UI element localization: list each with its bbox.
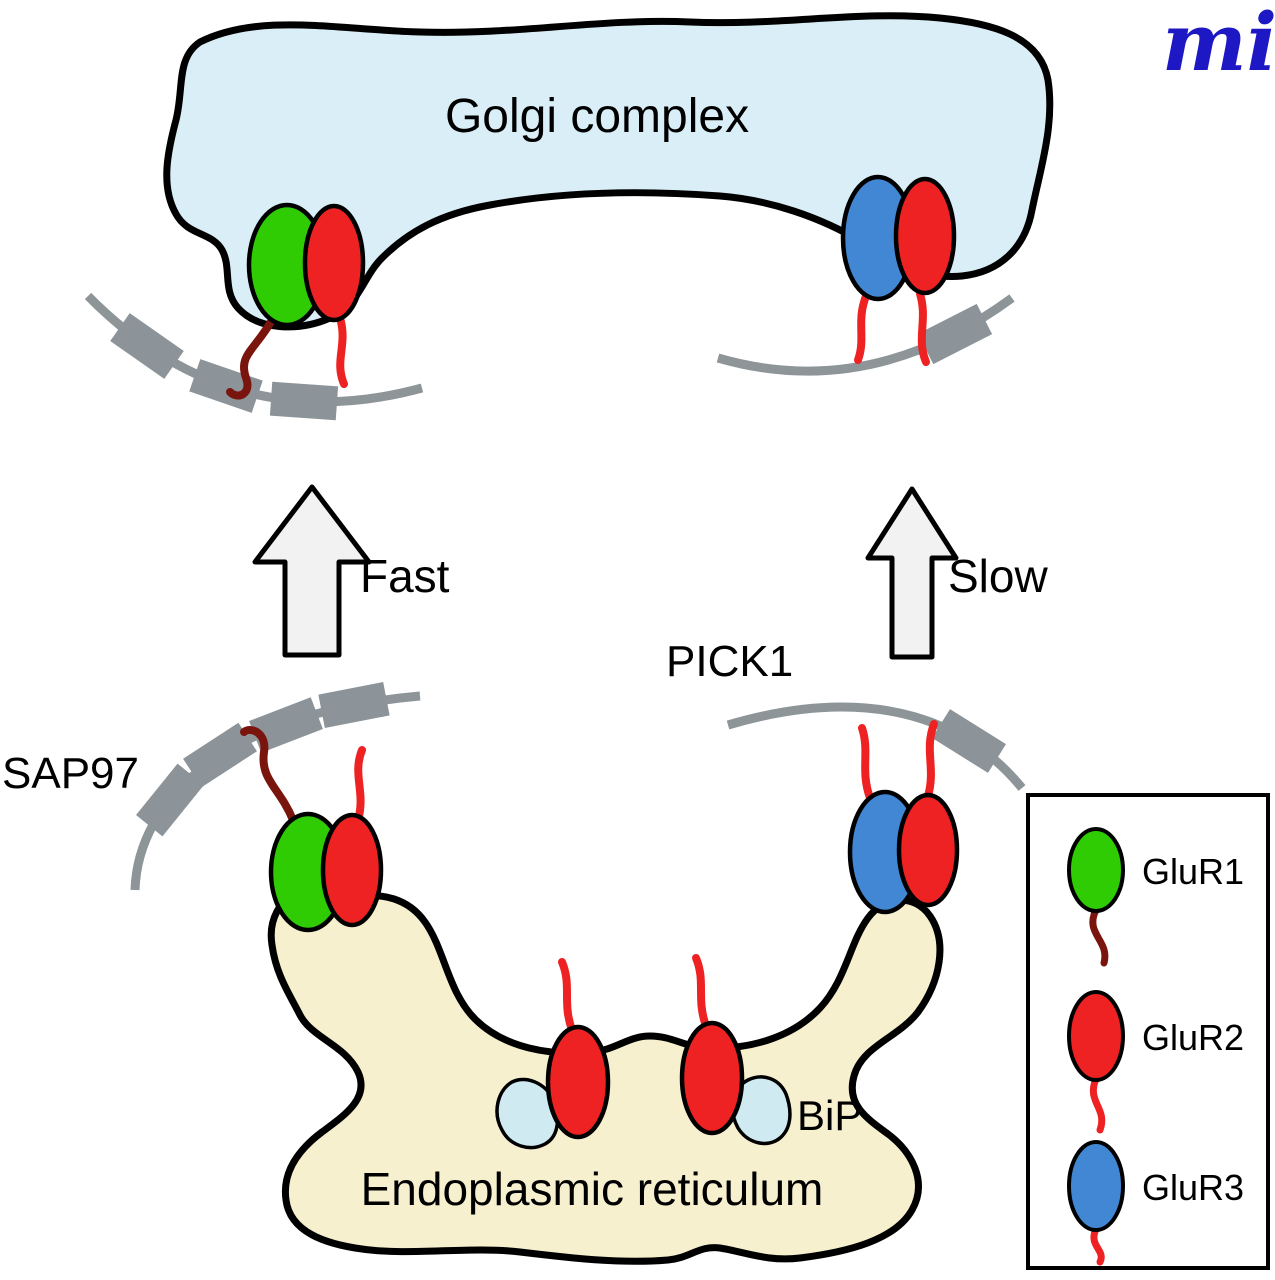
sap97-scaffold-bottom — [136, 682, 390, 837]
glur3-ctail — [858, 724, 874, 802]
scaffold-segment — [189, 359, 263, 413]
er-glur2-monomer — [545, 958, 611, 1140]
scaffold-segment — [269, 381, 339, 421]
legend-label-glur1: GluR1 — [1142, 851, 1244, 892]
scaffold-segment — [932, 709, 1006, 773]
sap97-label: SAP97 — [2, 749, 139, 798]
glur2-subunit — [320, 812, 384, 928]
er-glur2-monomer — [679, 954, 745, 1136]
scaffold-segment — [183, 722, 257, 788]
glur2-ctail — [336, 314, 348, 388]
scaffold-segment — [318, 682, 390, 728]
legend-item-glur3: GluR3 — [1067, 1140, 1244, 1266]
glur3-ctail — [1090, 1225, 1105, 1266]
glur2-ctail — [354, 746, 366, 824]
slow-label: Slow — [948, 550, 1048, 602]
glur1-ctail — [1089, 906, 1109, 967]
golgi-glur1-glur2-pair — [226, 202, 366, 400]
golgi-body — [163, 12, 1054, 331]
er-glur3-glur2-pair — [847, 720, 960, 915]
golgi-glur3-glur2-pair — [840, 174, 957, 366]
pick1-label: PICK1 — [666, 637, 793, 686]
glur2-subunit — [302, 203, 366, 323]
sap97-scaffold-top — [110, 313, 339, 421]
mi-logo: mi — [1162, 0, 1275, 89]
bip-label: BiP — [797, 1092, 862, 1139]
glur2-subunit — [545, 1024, 611, 1140]
glur2-ctail — [924, 720, 938, 800]
glur2-subunit — [893, 176, 957, 296]
golgi-label: Golgi complex — [445, 90, 749, 143]
slow-up-arrow-icon — [865, 486, 959, 660]
scaffold-segment — [110, 313, 184, 379]
scaffold-segment — [917, 303, 993, 365]
legend-label-glur2: GluR2 — [1142, 1017, 1244, 1058]
legend: GluR1 GluR2 GluR3 — [1026, 793, 1270, 1270]
glur2-ctail — [558, 958, 576, 1034]
glur2-ctail — [692, 954, 710, 1030]
glur1-ctail — [226, 316, 276, 400]
glur1-swatch — [1067, 827, 1125, 913]
legend-item-glur2: GluR2 — [1067, 990, 1244, 1134]
scaffold-segment — [249, 697, 323, 753]
fast-label: Fast — [360, 550, 450, 602]
fast-up-arrow-icon — [252, 484, 372, 658]
er-label: Endoplasmic reticulum — [361, 1163, 824, 1215]
glur2-swatch — [1067, 990, 1125, 1082]
legend-label-glur3: GluR3 — [1142, 1167, 1244, 1208]
glur2-ctail — [916, 290, 930, 366]
er-membranes — [130, 682, 1026, 891]
scaffold-segment — [136, 763, 204, 837]
legend-item-glur1: GluR1 — [1067, 827, 1244, 967]
glur2-subunit — [679, 1020, 745, 1136]
glur2-ctail — [1089, 1075, 1106, 1134]
endoplasmic-reticulum: BiP Endoplasmic reticulum — [240, 720, 960, 1265]
golgi-complex: Golgi complex — [84, 12, 1054, 421]
glur1-ctail — [240, 726, 297, 824]
glur3-ctail — [854, 292, 870, 364]
trafficking-arrows: Fast Slow — [252, 484, 1048, 660]
glur2-subunit — [896, 792, 960, 908]
glur3-swatch — [1067, 1140, 1125, 1232]
er-glur1-glur2-pair — [240, 726, 384, 933]
